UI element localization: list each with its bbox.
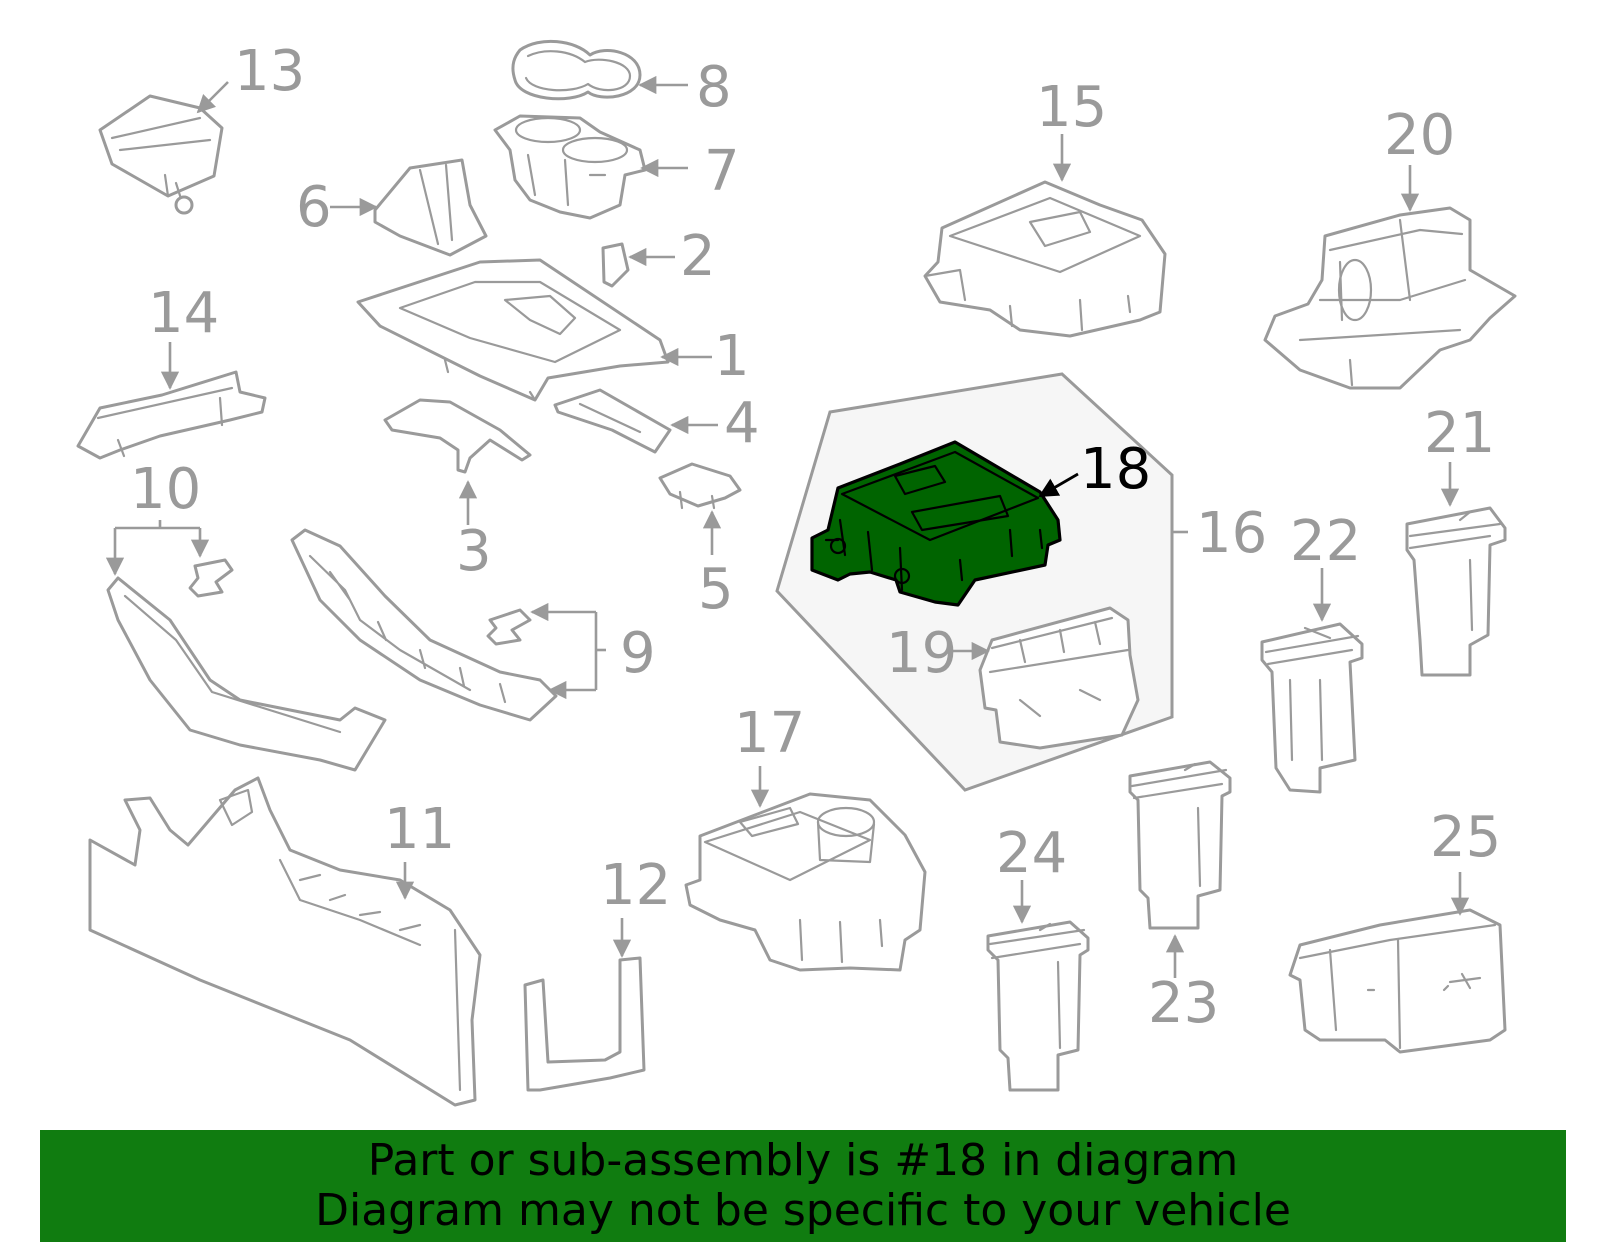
callout-18-highlighted: 18 bbox=[1080, 437, 1151, 502]
callout-1: 1 bbox=[714, 324, 750, 389]
callout-9: 9 bbox=[620, 621, 656, 686]
callout-16: 16 bbox=[1196, 501, 1267, 566]
callout-21: 21 bbox=[1424, 401, 1495, 466]
part-12-bracket[interactable] bbox=[523, 918, 646, 1092]
part-13-cover[interactable] bbox=[98, 81, 229, 215]
part-15-shifter-base[interactable] bbox=[923, 134, 1167, 338]
callout-2: 2 bbox=[680, 224, 716, 289]
part-11-console-body[interactable] bbox=[88, 776, 482, 1107]
callout-24: 24 bbox=[996, 821, 1067, 886]
part-25-usb-port[interactable] bbox=[1288, 872, 1507, 1054]
callout-22: 22 bbox=[1290, 509, 1361, 574]
part-17-shifter[interactable] bbox=[684, 766, 927, 972]
part-14-switch-bezel[interactable] bbox=[76, 342, 267, 460]
part-22-switch[interactable] bbox=[1260, 568, 1364, 794]
callout-10: 10 bbox=[130, 457, 201, 522]
part-6-boot[interactable] bbox=[330, 158, 488, 257]
part-20-shift-lever[interactable] bbox=[1263, 165, 1517, 390]
part-18-highlighted[interactable] bbox=[810, 440, 1079, 607]
callout-7: 7 bbox=[704, 139, 740, 204]
part-4-plate[interactable] bbox=[553, 388, 718, 454]
callout-13: 13 bbox=[234, 39, 305, 104]
part-19-switch[interactable] bbox=[950, 606, 1140, 750]
info-banner: Part or sub-assembly is #18 in diagram D… bbox=[40, 1130, 1566, 1242]
callout-19: 19 bbox=[886, 621, 957, 686]
callout-11: 11 bbox=[384, 797, 455, 862]
part-1-panel[interactable] bbox=[356, 258, 712, 402]
part-5-bracket[interactable] bbox=[658, 462, 742, 555]
banner-line-disclaimer: Diagram may not be specific to your vehi… bbox=[315, 1185, 1291, 1236]
callout-3: 3 bbox=[456, 519, 492, 584]
part-8-mat[interactable] bbox=[511, 39, 688, 101]
part-10-trim[interactable] bbox=[105, 520, 387, 772]
part-23-switch[interactable] bbox=[1128, 760, 1232, 978]
callout-5: 5 bbox=[698, 557, 734, 622]
banner-line-part-number: Part or sub-assembly is #18 in diagram bbox=[367, 1135, 1239, 1186]
callout-17: 17 bbox=[734, 701, 805, 766]
part-21-switch[interactable] bbox=[1405, 462, 1507, 677]
part-3-bracket[interactable] bbox=[383, 398, 532, 525]
callout-15: 15 bbox=[1036, 75, 1107, 140]
callout-14: 14 bbox=[148, 281, 219, 346]
callout-25: 25 bbox=[1430, 805, 1501, 870]
part-2-clip[interactable] bbox=[601, 242, 675, 288]
part-7-cup-holder[interactable] bbox=[493, 114, 688, 220]
part-9-side-panel[interactable] bbox=[290, 528, 606, 722]
callout-23: 23 bbox=[1148, 971, 1219, 1036]
callout-20: 20 bbox=[1384, 103, 1455, 168]
callout-6: 6 bbox=[296, 175, 332, 240]
callout-8: 8 bbox=[696, 55, 732, 120]
callout-12: 12 bbox=[600, 853, 671, 918]
callout-4: 4 bbox=[724, 391, 760, 456]
part-24-switch[interactable] bbox=[986, 880, 1090, 1092]
